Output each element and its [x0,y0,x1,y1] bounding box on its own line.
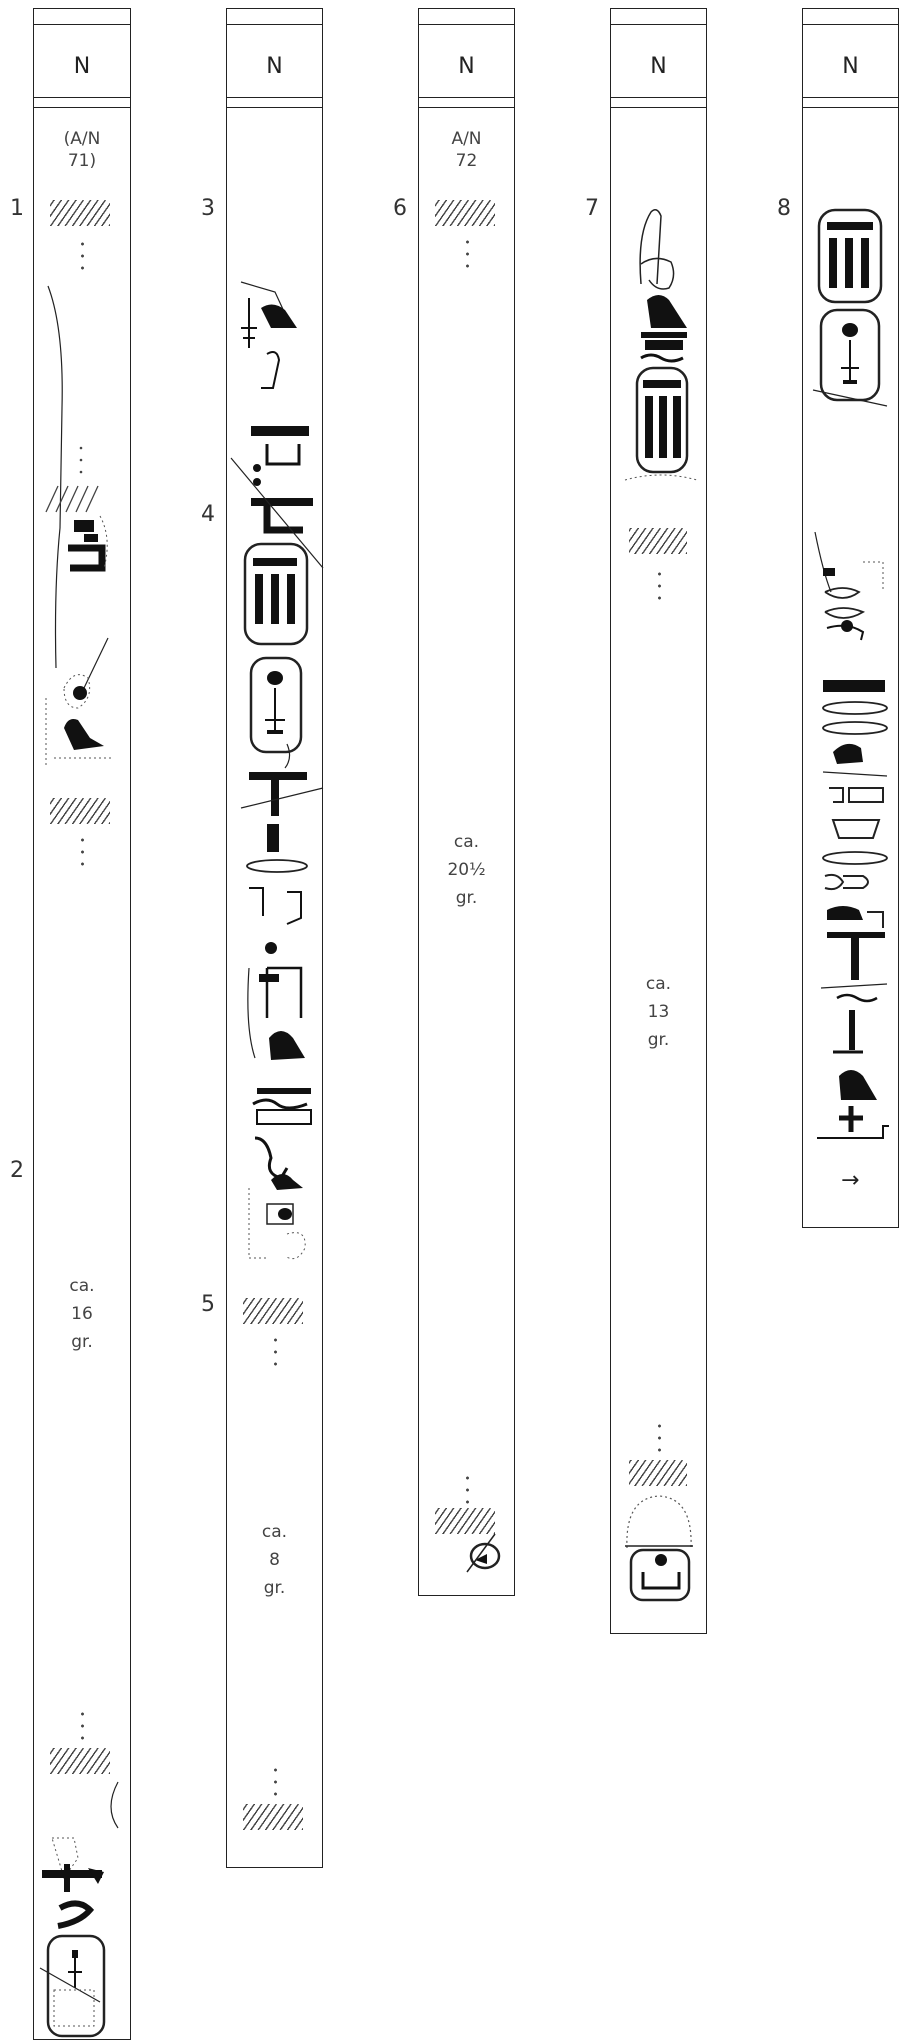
gap-note-count: 20½ [419,856,514,884]
column-n-label: N [611,54,706,79]
gap-note-ca: ca. [419,828,514,856]
column-n-label: N [803,54,898,79]
lacuna-hatching [50,798,110,824]
lacuna-hatching [243,1804,303,1830]
gap-note-count: 13 [611,998,706,1026]
reference-label-line-1: (A/N [34,128,130,150]
line-number: 5 [201,1292,215,1317]
lacuna-dots [274,1764,277,1800]
lacuna-dots [658,1420,661,1460]
lacuna-dots [81,834,84,874]
line-number: 3 [201,196,215,221]
lacuna-dots [466,236,469,276]
lacuna-hatching [50,200,110,226]
lacuna-dots [658,568,661,608]
hieroglyph-fragment [34,268,132,788]
inscription-column-4: N ca. 13 gr. 7 [610,8,707,1634]
inscription-column-2: N [226,8,323,1868]
lacuna-hatching [629,1460,687,1486]
lacuna-hatching [50,1748,110,1774]
line-number: 7 [585,196,599,221]
gap-note-ca: ca. [227,1518,322,1546]
hieroglyph-column [227,268,324,1268]
line-number: 6 [393,196,407,221]
gap-note-unit: gr. [611,1026,706,1054]
gap-note-ca: ca. [34,1272,130,1300]
reading-direction-arrow: → [841,1168,859,1193]
line-number: 2 [10,1158,24,1183]
gap-note-unit: gr. [227,1574,322,1602]
gap-note-count: 16 [34,1300,130,1328]
line-number: 4 [201,502,215,527]
column-n-label: N [419,54,514,79]
lacuna-dots [274,1334,277,1374]
reference-label-line-2: 71) [34,150,130,172]
gap-note-ca: ca. [611,970,706,998]
reference-label-line-1: A/N [419,128,514,150]
hieroglyph-fragment [459,1530,509,1580]
gap-note-count: 8 [227,1546,322,1574]
line-number: 1 [10,196,24,221]
inscription-column-5: N [802,8,899,1228]
gap-note-unit: gr. [34,1328,130,1356]
lacuna-hatching [243,1298,303,1324]
lacuna-dots [466,1472,469,1508]
gap-note-unit: gr. [419,884,514,912]
reference-label-line-2: 72 [419,150,514,172]
lacuna-hatching [435,200,495,226]
hieroglyph-cartouche-fragment [34,1778,132,2040]
hieroglyph-cartouches [803,204,899,424]
hieroglyph-cartouche [611,204,708,564]
inscription-column-3: N A/N 72 ca. 20½ gr. 6 [418,8,515,1596]
column-n-label: N [34,54,130,79]
inscription-column-1: N (A/N 71) ca. 16 gr. [33,8,131,2040]
lacuna-dots [81,1708,84,1748]
line-number: 8 [777,196,791,221]
hieroglyph-column [803,532,899,1152]
lacuna-hatching [629,528,687,554]
column-n-label: N [227,54,322,79]
hieroglyph-cartouche-fragment [611,1488,708,1608]
